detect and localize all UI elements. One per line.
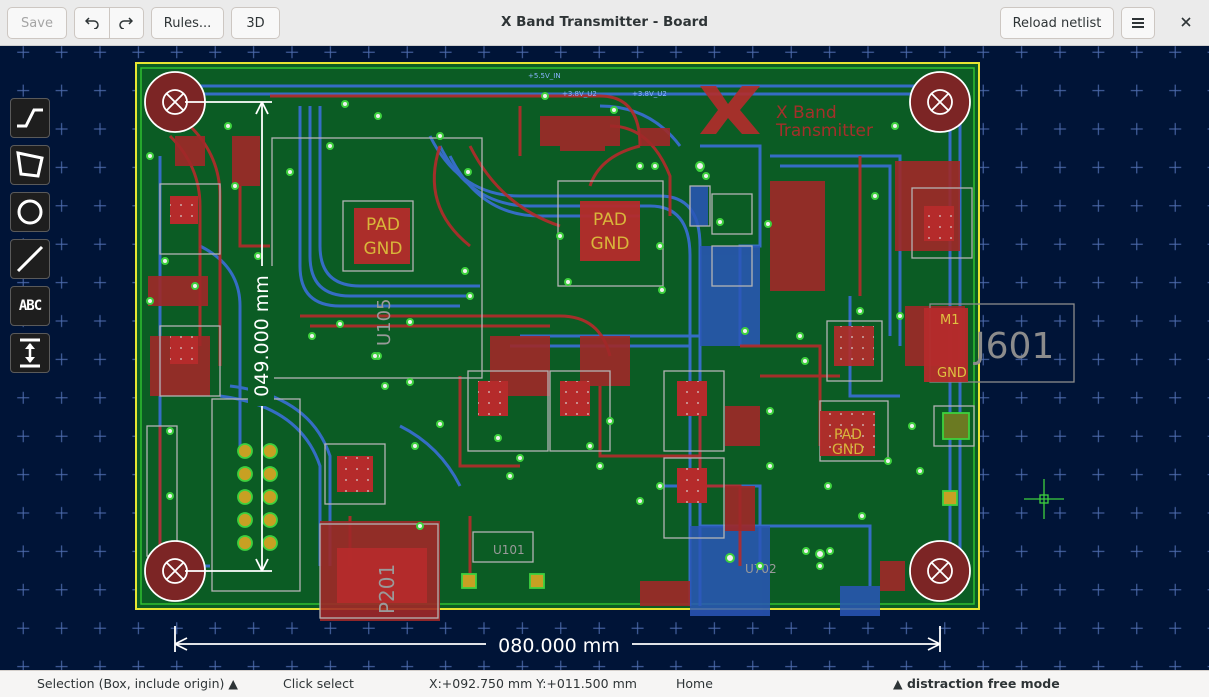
circle-tool-button[interactable] xyxy=(10,192,50,232)
pad-gnd-labels: PAD GND PAD GND PAD GND xyxy=(364,210,865,458)
reload-netlist-button[interactable]: Reload netlist xyxy=(1000,7,1114,39)
mounting-hole-icon xyxy=(144,71,971,602)
svg-text:+3.8V_U2: +3.8V_U2 xyxy=(632,90,667,98)
pad-dots xyxy=(170,196,954,503)
line-tool-button[interactable] xyxy=(10,239,50,279)
svg-text:J601: J601 xyxy=(973,326,1054,367)
trace-tool-button[interactable] xyxy=(10,98,50,138)
dimension-horizontal-label: 080.000 mm xyxy=(498,635,620,657)
pcb-canvas[interactable]: X Band Transmitter +5.5V_IN +3.8V_U2 +3.… xyxy=(0,46,1209,670)
svg-text:U101: U101 xyxy=(493,543,525,557)
svg-text:GND: GND xyxy=(591,234,630,254)
dimension-icon xyxy=(20,338,40,368)
polygon-tool-button[interactable] xyxy=(10,145,50,185)
circle-icon xyxy=(17,199,43,225)
save-button[interactable]: Save xyxy=(7,7,67,39)
undo-redo-group xyxy=(74,7,144,39)
hamburger-menu-icon xyxy=(1132,18,1144,28)
svg-text:GND: GND xyxy=(832,442,864,458)
selection-mode-label: Selection (Box, include origin) xyxy=(37,676,225,691)
svg-text:PAD: PAD xyxy=(834,427,862,443)
dim-v-label-bg xyxy=(248,266,274,406)
distraction-free-toggle[interactable]: ▲ distraction free mode xyxy=(893,676,1060,691)
pcb-board-view[interactable]: X Band Transmitter +5.5V_IN +3.8V_U2 +3.… xyxy=(0,46,1209,670)
text-tool-label: ABC xyxy=(18,298,42,314)
close-button[interactable] xyxy=(1174,10,1198,34)
svg-text:Transmitter: Transmitter xyxy=(775,121,873,141)
svg-text:M1: M1 xyxy=(940,313,960,328)
dimension-vertical-label: 049.000 mm xyxy=(251,275,273,397)
svg-text:+5.5V_IN: +5.5V_IN xyxy=(528,72,561,80)
board-logo: X Band Transmitter xyxy=(700,86,873,141)
svg-text:X Band: X Band xyxy=(776,103,837,123)
dim-h-label-bg xyxy=(486,634,632,656)
svg-text:P201: P201 xyxy=(375,564,399,614)
close-icon xyxy=(1181,17,1191,27)
back-copper-pours xyxy=(690,186,880,616)
line-icon xyxy=(16,245,44,273)
redo-icon[interactable] xyxy=(108,8,144,38)
svg-text:+3.8V_U2: +3.8V_U2 xyxy=(562,90,597,98)
polygon-icon xyxy=(16,151,44,178)
distraction-free-label: distraction free mode xyxy=(906,676,1060,691)
vias xyxy=(146,92,954,570)
header-bar: Save Rules... 3D X Band Transmitter - Bo… xyxy=(0,0,1209,46)
menu-button[interactable] xyxy=(1121,7,1155,39)
home-label[interactable]: Home xyxy=(676,676,713,691)
trace-icon xyxy=(17,108,43,128)
svg-text:GND: GND xyxy=(364,239,403,259)
status-bar: Selection (Box, include origin) ▲ Click … xyxy=(0,670,1209,697)
text-tool-button[interactable]: ABC xyxy=(10,286,50,326)
view-3d-button[interactable]: 3D xyxy=(231,7,280,39)
undo-icon[interactable] xyxy=(75,8,109,38)
cursor-coordinates: X:+092.750 mm Y:+011.500 mm xyxy=(429,676,637,691)
svg-text:GND: GND xyxy=(937,366,967,381)
dropdown-triangle-icon: ▲ xyxy=(228,676,238,691)
toggle-triangle-icon: ▲ xyxy=(893,676,903,691)
rules-button[interactable]: Rules... xyxy=(151,7,224,39)
net-labels: +5.5V_IN +3.8V_U2 +3.8V_U2 xyxy=(528,72,667,98)
header-pins xyxy=(237,412,970,589)
dimension-tool-button[interactable] xyxy=(10,333,50,373)
svg-text:PAD: PAD xyxy=(593,210,627,230)
svg-text:U105: U105 xyxy=(374,298,395,346)
cursor-crosshair-icon xyxy=(1024,479,1064,519)
svg-text:PAD: PAD xyxy=(366,215,400,235)
selection-mode-dropdown[interactable]: Selection (Box, include origin) ▲ xyxy=(37,676,238,691)
click-hint: Click select xyxy=(283,676,354,691)
reference-designators: U105 J601 P201 U702 U101 M1 GND xyxy=(374,298,1054,614)
